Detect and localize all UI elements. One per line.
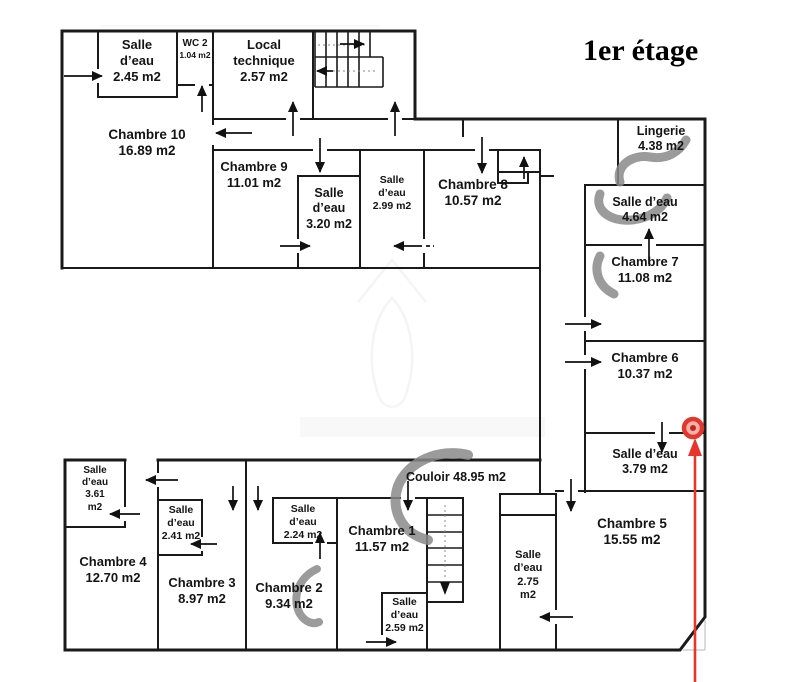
- room-area: 11.01 m2: [226, 174, 282, 190]
- room-label-salle-eau-245: Salle d’eau 2.45 m2: [105, 37, 169, 85]
- red-arrowhead: [688, 438, 702, 456]
- room-label-chambre-3: Chambre 3 8.97 m2: [166, 575, 238, 607]
- room-label-salle-eau-320: Salle d’eau 3.20 m2: [306, 186, 352, 232]
- room-area: 2.41 m2: [161, 529, 201, 542]
- room-name: Salle d’eau: [612, 447, 678, 461]
- room-area: 3.61 m2: [85, 489, 105, 513]
- room-label-chambre-9: Chambre 9 11.01 m2: [212, 159, 296, 191]
- room-name: Chambre 9: [220, 159, 288, 174]
- room-area: 2.75 m2: [517, 575, 539, 602]
- room-name: Salle d’eau: [378, 174, 406, 199]
- room-area: 4.64 m2: [622, 210, 668, 225]
- room-area: 2.57 m2: [240, 68, 288, 84]
- room-area: 16.89 m2: [118, 143, 176, 159]
- swing-arrow-salle-eau-464: [594, 189, 672, 225]
- room-label-salle-eau-224: Salle d’eau 2.24 m2: [280, 503, 326, 541]
- room-label-chambre-1: Chambre 1 11.57 m2: [345, 523, 419, 555]
- watermark: [100, 25, 427, 408]
- room-label-chambre-6: Chambre 6 10.37 m2: [588, 350, 702, 382]
- room-area: 1.04 m2: [179, 50, 211, 61]
- room-label-wc-2: WC 2 1.04 m2: [174, 38, 216, 61]
- room-area: 9.34 m2: [265, 595, 313, 611]
- room-name: Couloir 48.95 m2: [405, 470, 507, 484]
- room-name: Lingerie: [636, 124, 686, 138]
- room-area: 2.45 m2: [113, 68, 161, 84]
- staircase-upper: [314, 31, 384, 88]
- room-label-chambre-7: Chambre 7 11.08 m2: [588, 254, 702, 286]
- room-name: Chambre 7: [611, 254, 679, 269]
- room-area: 11.57 m2: [354, 538, 410, 554]
- room-label-salle-eau-299: Salle d’eau 2.99 m2: [369, 174, 415, 212]
- room-name: Chambre 1: [348, 523, 416, 538]
- room-label-salle-eau-379: Salle d’eau 3.79 m2: [588, 447, 702, 478]
- room-label-salle-eau-361: Salle d’eau 3.61 m2: [77, 465, 113, 514]
- room-name: Chambre 2: [255, 580, 323, 595]
- room-label-chambre-4: Chambre 4 12.70 m2: [67, 554, 159, 586]
- swing-arrow-couloir: [390, 448, 473, 545]
- room-label-chambre-5: Chambre 5 15.55 m2: [576, 516, 688, 549]
- room-label-chambre-8: Chambre 8 10.57 m2: [424, 177, 522, 210]
- room-name: Salle d’eau: [120, 37, 154, 68]
- room-name: Chambre 4: [79, 554, 147, 569]
- staircase-lower: [427, 505, 463, 595]
- room-name: Salle d’eau: [81, 465, 109, 489]
- watermark-text-smudge: [300, 417, 545, 437]
- room-area: 10.37 m2: [617, 365, 673, 381]
- room-name: Salle d’eau: [612, 195, 678, 209]
- room-label-salle-eau-241: Salle d’eau 2.41 m2: [159, 504, 203, 542]
- room-name: Chambre 10: [108, 127, 186, 142]
- room-label-chambre-10: Chambre 10 16.89 m2: [93, 127, 201, 160]
- swing-arrow-lingerie: [614, 135, 691, 187]
- room-label-salle-eau-464: Salle d’eau 4.64 m2: [588, 195, 702, 226]
- swing-arrow-chambre-7: [592, 251, 619, 299]
- room-name: Chambre 5: [597, 516, 667, 531]
- corridor-label: Couloir 48.95 m2: [398, 470, 514, 485]
- room-area: 10.57 m2: [444, 193, 502, 209]
- outer-walls: [60, 29, 707, 652]
- stair-direction-arrowhead: [440, 582, 450, 595]
- room-area: 2.99 m2: [372, 199, 412, 212]
- room-label-lingerie: Lingerie 4.38 m2: [620, 124, 702, 155]
- room-label-local-technique: Local technique 2.57 m2: [218, 37, 310, 85]
- room-area: 8.97 m2: [178, 590, 226, 606]
- red-pin-dot: [690, 425, 696, 431]
- room-name: Chambre 8: [438, 177, 508, 192]
- interior-walls: [61, 30, 706, 651]
- room-label-salle-eau-259: Salle d’eau 2.59 m2: [383, 596, 426, 634]
- swing-arrow-chambre-2: [292, 565, 323, 628]
- room-area: 4.38 m2: [638, 139, 684, 154]
- room-area: 12.70 m2: [85, 569, 141, 585]
- floor-title: 1er étage: [583, 34, 699, 67]
- room-area: 2.24 m2: [283, 528, 323, 541]
- room-name: Salle d’eau: [390, 596, 419, 621]
- room-area: 3.79 m2: [622, 462, 668, 477]
- room-name: Local technique: [233, 37, 295, 68]
- room-name: Salle d’eau: [289, 503, 317, 528]
- swing-arrows: [292, 135, 691, 628]
- room-name: Chambre 3: [168, 575, 236, 590]
- room-name: WC 2: [182, 38, 208, 49]
- door-arrows: [64, 39, 667, 647]
- room-label-salle-eau-275: Salle d’eau 2.75 m2: [509, 549, 547, 603]
- room-name: Salle d’eau: [312, 186, 346, 216]
- room-area: 2.59 m2: [385, 621, 424, 634]
- location-pin: [681, 416, 705, 682]
- room-name: Chambre 6: [611, 350, 679, 365]
- room-area: 11.08 m2: [617, 269, 673, 285]
- room-name: Salle d’eau: [513, 549, 543, 575]
- room-area: 15.55 m2: [603, 532, 661, 548]
- room-area: 3.20 m2: [306, 216, 352, 231]
- room-name: Salle d’eau: [167, 504, 195, 529]
- room-label-chambre-2: Chambre 2 9.34 m2: [251, 580, 327, 612]
